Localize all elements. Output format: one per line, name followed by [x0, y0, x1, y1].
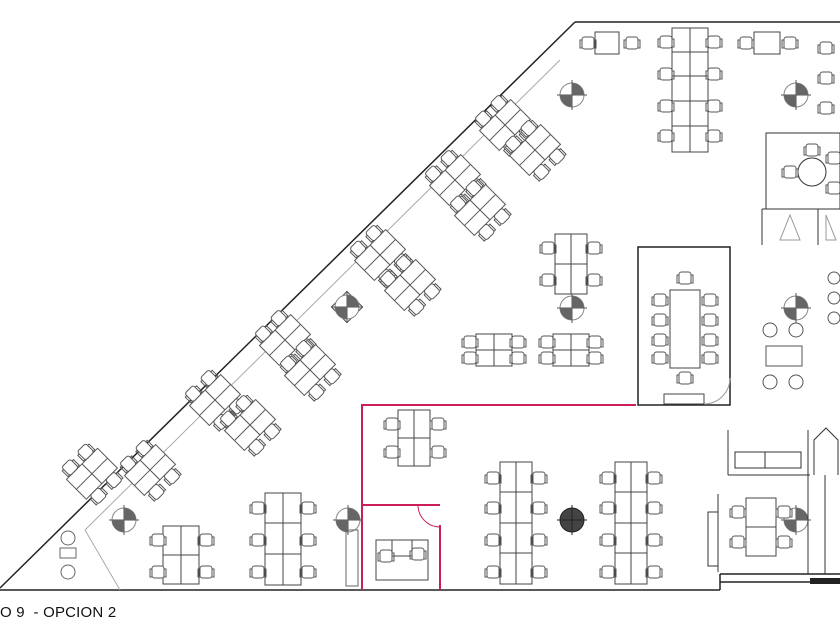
bottom-workstations — [149, 462, 663, 585]
conference-room — [638, 247, 730, 405]
partition-room-desks — [376, 410, 447, 580]
plan-caption: O 9 - OPCION 2 — [0, 604, 117, 621]
diagonal-band — [85, 60, 560, 530]
partition-walls — [361, 404, 636, 590]
meeting-pod — [762, 133, 840, 245]
top-workstations — [579, 28, 835, 152]
column-diamond-icon — [331, 291, 362, 322]
column-icon-dark — [557, 505, 587, 535]
wall-segment — [810, 578, 840, 584]
corner-lounge — [60, 530, 358, 586]
door-swing-icon — [418, 505, 440, 527]
floor-plan — [0, 0, 840, 600]
lounge-area — [763, 272, 840, 389]
center-workstations — [462, 234, 603, 366]
diagonal-workstations — [58, 440, 126, 508]
right-lower-area — [708, 428, 838, 574]
